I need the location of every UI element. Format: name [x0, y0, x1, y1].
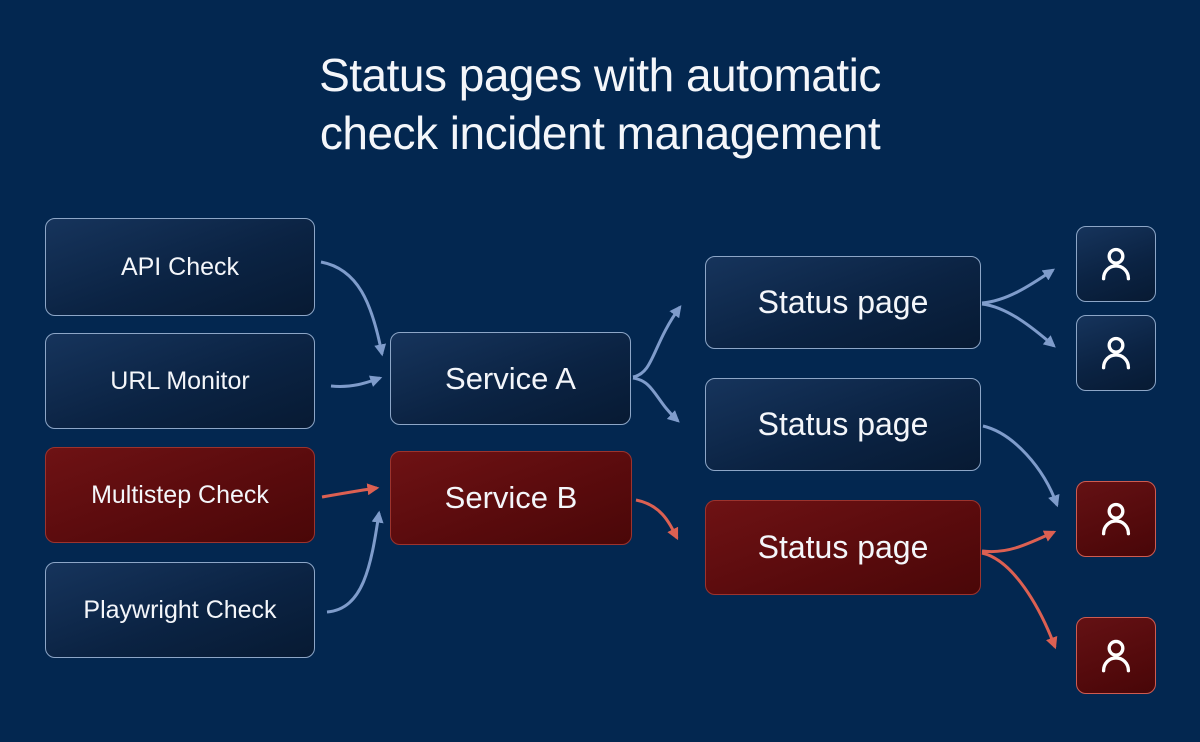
node-multistep-check-label: Multistep Check [91, 480, 269, 509]
node-url-monitor-label: URL Monitor [110, 366, 250, 395]
arrow-api-check-to-service-a [320, 260, 387, 357]
arrow-service-a-to-status-page-2 [632, 376, 680, 423]
user-icon [1101, 336, 1131, 370]
arrow-service-a-to-status-page-1 [632, 305, 682, 379]
node-multistep-check: Multistep Check [45, 447, 315, 543]
user-icon [1101, 502, 1131, 536]
title-line-2: check incident management [319, 107, 881, 159]
subscriber-2 [1076, 315, 1156, 391]
node-status-page-3: Status page [705, 500, 981, 595]
arrow-status-page-3-to-subscriber-4 [981, 551, 1058, 650]
node-status-page-3-label: Status page [757, 529, 929, 565]
node-api-check: API Check [45, 218, 315, 316]
node-service-b-label: Service B [444, 480, 578, 515]
arrow-multistep-check-to-service-b [321, 483, 380, 499]
arrow-service-b-to-status-page-3 [635, 498, 679, 541]
node-status-page-2-label: Status page [757, 406, 929, 442]
subscriber-4 [1076, 617, 1156, 694]
node-service-a-label: Service A [445, 360, 576, 396]
node-service-b: Service B [390, 451, 632, 545]
node-status-page-1: Status page [705, 256, 981, 349]
node-url-monitor: URL Monitor [45, 333, 315, 429]
arrow-status-page-2-to-subscriber-3 [982, 424, 1060, 508]
arrow-status-page-3-to-subscriber-3 [981, 530, 1057, 554]
node-playwright-check: Playwright Check [45, 562, 315, 658]
arrow-status-page-1-to-subscriber-1 [981, 268, 1055, 305]
diagram-title: Status pages with automatic check incide… [0, 46, 1200, 162]
user-icon [1101, 247, 1131, 281]
arrow-playwright-check-to-service-b [326, 510, 384, 614]
node-api-check-label: API Check [120, 252, 240, 281]
node-status-page-2: Status page [705, 378, 981, 471]
node-service-a: Service A [390, 332, 631, 425]
node-status-page-1-label: Status page [757, 284, 929, 320]
node-playwright-check-label: Playwright Check [83, 595, 277, 624]
user-icon [1101, 639, 1131, 672]
arrow-status-page-1-to-subscriber-2 [981, 302, 1056, 348]
arrow-url-monitor-to-service-a [330, 375, 383, 388]
subscriber-3 [1076, 481, 1156, 557]
subscriber-1 [1076, 226, 1156, 302]
title-line-1: Status pages with automatic [319, 49, 881, 101]
